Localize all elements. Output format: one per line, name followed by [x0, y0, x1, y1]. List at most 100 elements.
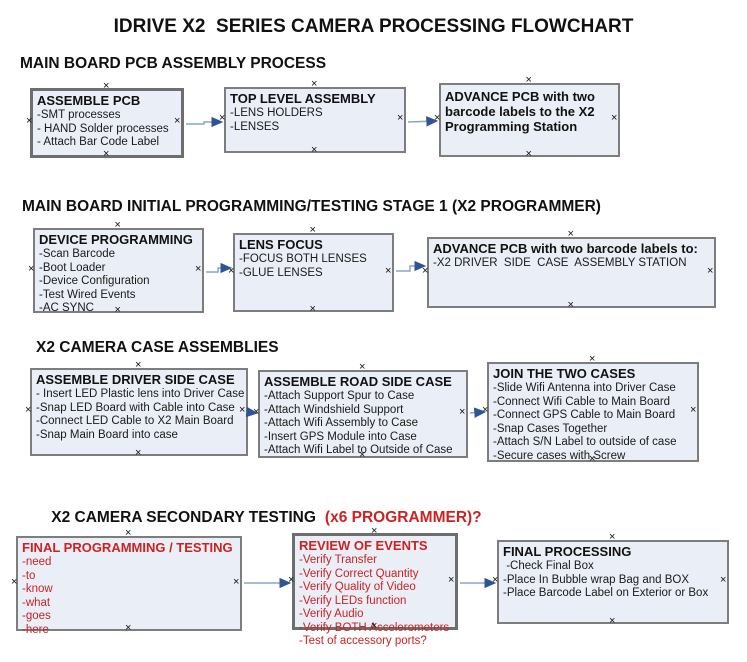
box-title: FINAL PROGRAMMING / TESTING [22, 540, 233, 555]
handle-icon [25, 405, 33, 416]
handle-icon [288, 575, 296, 586]
step-item: -LENS HOLDERS [230, 107, 323, 119]
step-item: -Place Barcode Label on Exterior or Box [503, 587, 709, 599]
handle-icon [526, 75, 534, 86]
step-item: -Verify Quality of Video [299, 581, 416, 593]
section-heading-pcb-assembly: MAIN BOARD PCB ASSEMBLY PROCESS [20, 55, 327, 72]
page-title: IDRIVE X2 SERIES CAMERA PROCESSING FLOWC… [113, 16, 634, 37]
box-title: TOP LEVEL ASSEMBLY [230, 91, 376, 106]
handle-icon [310, 225, 318, 236]
step-item: -Test of accessory ports? [299, 635, 427, 647]
handle-icon [311, 145, 319, 156]
section-heading-secondary-testing-text: X2 CAMERA SECONDARY TESTING [51, 509, 316, 526]
handle-icon [115, 220, 123, 231]
handle-icon [422, 266, 430, 277]
box-title: LENS FOCUS [239, 237, 323, 252]
arrow-device-to-lensfocus [206, 262, 233, 274]
box-lines: -X2 DRIVER SIDE CASE ASSEMBLY STATION [433, 257, 711, 271]
step-item: -Verify BOTH Accelerometers [299, 621, 450, 634]
box-title: ASSEMBLE PCB [37, 93, 141, 108]
step-item: - Insert LED Plastic lens into Driver Ca… [36, 388, 245, 400]
box-join-the-two-cases: JOIN THE TWO CASES -Slide Wifi Antenna i… [482, 354, 699, 465]
handle-icon [568, 229, 576, 240]
box-lines: - Insert LED Plastic lens into Driver Ca… [36, 388, 245, 442]
step-item: -Attach Wifi Assembly to Case [264, 417, 419, 429]
handle-icon [589, 354, 597, 365]
box-title: FINAL PROCESSING [503, 544, 632, 559]
handle-icon [135, 448, 143, 459]
box-title: ADVANCE PCB with two barcode labels to t… [445, 89, 595, 134]
step-item: -Device Configuration [39, 275, 150, 287]
box-title: JOIN THE TWO CASES [493, 366, 636, 381]
handle-icon [310, 304, 318, 315]
box-advance-pcb-programming-station: ADVANCE PCB with two barcode labels to t… [434, 75, 620, 160]
box-assemble-road-side-case: ASSEMBLE ROAD SIDE CASE -Attach Support … [253, 362, 468, 461]
handle-icon [135, 360, 143, 371]
step-item: -Test Wired Events [39, 288, 136, 301]
step-item: -goes [22, 610, 51, 622]
step-item: -LENSES [230, 120, 280, 133]
section-heading-secondary-testing: X2 CAMERA SECONDARY TESTING(x6 PROGRAMME… [34, 491, 481, 545]
section-heading-case-assemblies: X2 CAMERA CASE ASSEMBLIES [36, 339, 279, 356]
step-item: -Attach Support Spur to Case [264, 390, 415, 402]
box-lines: -Scan Barcode-Boot Loader-Device Configu… [39, 248, 199, 316]
box-lens-focus: LENS FOCUS -FOCUS BOTH LENSES-GLUE LENSE… [228, 225, 394, 315]
step-item: -Connect GPS Cable to Main Board [493, 409, 676, 421]
handle-icon [434, 113, 442, 124]
step-item: -Snap Main Board into case [36, 428, 178, 441]
box-title: ASSEMBLE DRIVER SIDE CASE [36, 372, 235, 387]
step-item: -Verify Transfer [299, 554, 377, 566]
step-item: -Verify Correct Quantity [299, 567, 419, 580]
step-item: -know [22, 583, 53, 595]
handle-icon [568, 300, 576, 311]
step-item: -Attach Wifi Label to Outside of Case [264, 444, 453, 456]
box-lines: -Check Final Box-Place In Bubble wrap Ba… [503, 560, 724, 601]
handle-icon [609, 532, 617, 543]
handle-icon [311, 79, 319, 90]
step-item: - HAND Solder processes [37, 122, 169, 135]
handle-icon [103, 149, 111, 160]
handle-icon [526, 149, 534, 160]
box-review-of-events: REVIEW OF EVENTS -Verify Transfer-Verify… [288, 526, 458, 647]
step-item: -what [22, 596, 51, 609]
step-item: -Connect LED Cable to X2 Main Board [36, 415, 234, 427]
step-item: -Snap Cases Together [493, 422, 608, 435]
step-item: -X2 DRIVER SIDE CASE ASSEMBLY STATION [433, 257, 687, 269]
arrow-toplevel-to-advance [407, 116, 439, 127]
box-lines: -SMT processes- HAND Solder processes- A… [37, 109, 178, 150]
box-lines: -Attach Support Spur to Case-Attach Wind… [264, 390, 463, 458]
box-lines: -FOCUS BOTH LENSES-GLUE LENSES [239, 253, 389, 280]
box-lines: -Slide Wifi Antenna into Driver Case-Con… [493, 382, 694, 463]
handle-icon [609, 616, 617, 627]
handle-icon [11, 577, 19, 588]
step-item: -SMT processes [37, 109, 121, 121]
arrow-roadside-to-join [469, 407, 487, 418]
handle-icon [359, 362, 367, 373]
handle-icon [103, 81, 111, 92]
box-title: DEVICE PROGRAMMING [39, 232, 193, 247]
step-item: -AC SYNC [39, 302, 94, 314]
step-item: - Attach Bar Code Label [37, 136, 160, 148]
step-item: -Insert GPS Module into Case [264, 430, 417, 443]
box-title: ADVANCE PCB with two barcode labels to: [433, 241, 698, 256]
box-lines: -need-to-know-what-goes-here [22, 556, 237, 637]
step-item: -Verify LEDs function [299, 594, 407, 607]
box-assemble-pcb: ASSEMBLE PCB -SMT processes- HAND Solder… [26, 81, 184, 160]
step-item: -FOCUS BOTH LENSES [239, 253, 367, 265]
box-top-level-assembly: TOP LEVEL ASSEMBLY -LENS HOLDERS-LENSES [219, 79, 406, 156]
section-heading-initial-programming: MAIN BOARD INITIAL PROGRAMMING/TESTING S… [22, 198, 601, 215]
step-item: -to [22, 569, 36, 582]
step-item: -Scan Barcode [39, 248, 116, 260]
handle-icon [219, 113, 227, 124]
step-item: -GLUE LENSES [239, 266, 323, 279]
box-final-processing: FINAL PROCESSING -Check Final Box-Place … [492, 532, 729, 627]
step-item: -Slide Wifi Antenna into Driver Case [493, 382, 676, 394]
handle-icon [482, 405, 490, 416]
step-item: -Connect Wifi Cable to Main Board [493, 395, 671, 408]
step-item: -Snap LED Board with Cable into Case [36, 401, 235, 414]
handle-icon [228, 266, 236, 277]
box-advance-pcb-driver-side-station: ADVANCE PCB with two barcode labels to: … [422, 229, 716, 311]
step-item: -Boot Loader [39, 261, 106, 274]
step-item: -Attach Windshield Support [264, 403, 404, 416]
